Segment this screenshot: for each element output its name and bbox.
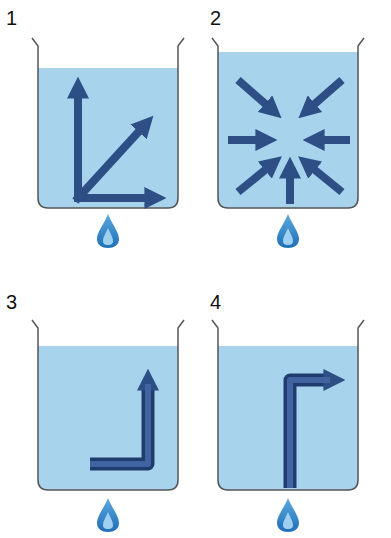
panel-number: 2 [210, 8, 221, 28]
beaker-4 [212, 320, 364, 490]
beaker-1 [32, 38, 184, 208]
panel-number: 4 [210, 292, 221, 312]
beaker-2 [212, 38, 364, 208]
panel-number: 1 [6, 8, 17, 28]
panel-number: 3 [6, 292, 17, 312]
beaker-3 [32, 320, 184, 490]
